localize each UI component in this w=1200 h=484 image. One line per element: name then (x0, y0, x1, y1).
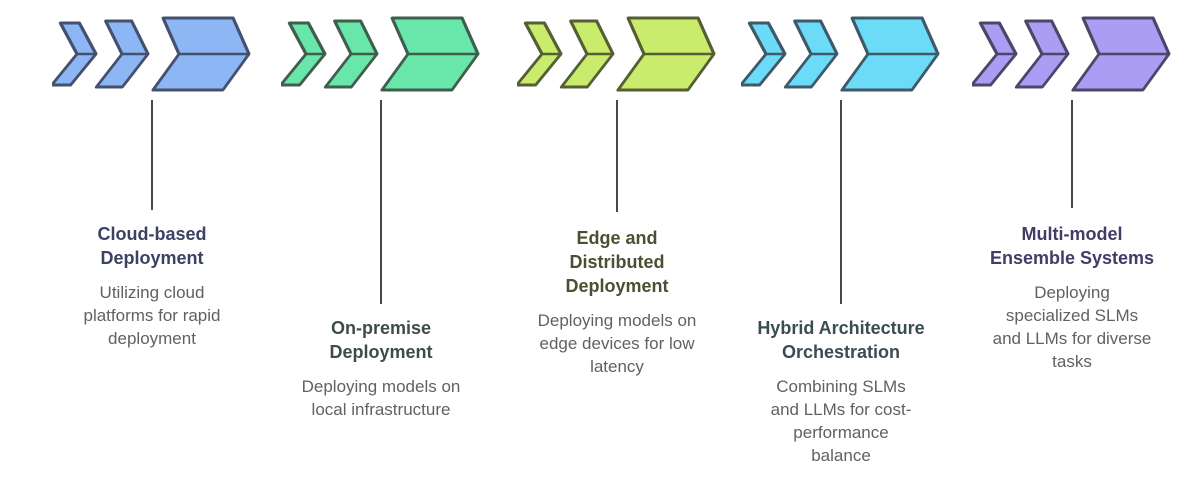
connector-line (380, 100, 382, 304)
connector-line (1071, 100, 1073, 208)
step-description: Deploying models on local infrastructure (301, 377, 461, 419)
step-hybrid-architecture-orchestration: Hybrid Architecture Orchestration Combin… (741, 0, 941, 484)
step-title: On-premise Deployment (329, 318, 433, 362)
chevron-arrows-icon (517, 16, 716, 92)
connector-line (840, 100, 842, 304)
chevron-arrows-icon (281, 16, 480, 92)
chevron-arrows-icon (741, 16, 940, 92)
connector-line (151, 100, 153, 210)
step-description: Utilizing cloud platforms for rapid depl… (83, 283, 221, 348)
step-edge-distributed-deployment: Edge and Distributed Deployment Deployin… (517, 0, 717, 484)
step-description: Deploying models on edge devices for low… (537, 311, 697, 376)
step-title: Edge and Distributed Deployment (565, 228, 669, 296)
step-text: Edge and Distributed Deployment Deployin… (507, 226, 727, 378)
chevron-arrows-icon (972, 16, 1171, 92)
step-multi-model-ensemble-systems: Multi-model Ensemble Systems Deploying s… (972, 0, 1172, 484)
step-title: Multi-model Ensemble Systems (989, 224, 1155, 268)
step-description: Combining SLMs and LLMs for cost- perfor… (770, 377, 912, 465)
step-cloud-based-deployment: Cloud-based Deployment Utilizing cloud p… (52, 0, 252, 484)
step-text: Multi-model Ensemble Systems Deploying s… (962, 222, 1182, 373)
step-title: Hybrid Architecture Orchestration (757, 318, 925, 362)
step-text: Cloud-based Deployment Utilizing cloud p… (42, 222, 262, 350)
step-text: Hybrid Architecture Orchestration Combin… (731, 316, 951, 467)
connector-line (616, 100, 618, 212)
step-title: Cloud-based Deployment (97, 224, 207, 268)
step-description: Deploying specialized SLMs and LLMs for … (992, 283, 1152, 371)
chevron-arrows-icon (52, 16, 251, 92)
step-text: On-premise Deployment Deploying models o… (271, 316, 491, 421)
step-on-premise-deployment: On-premise Deployment Deploying models o… (281, 0, 481, 484)
